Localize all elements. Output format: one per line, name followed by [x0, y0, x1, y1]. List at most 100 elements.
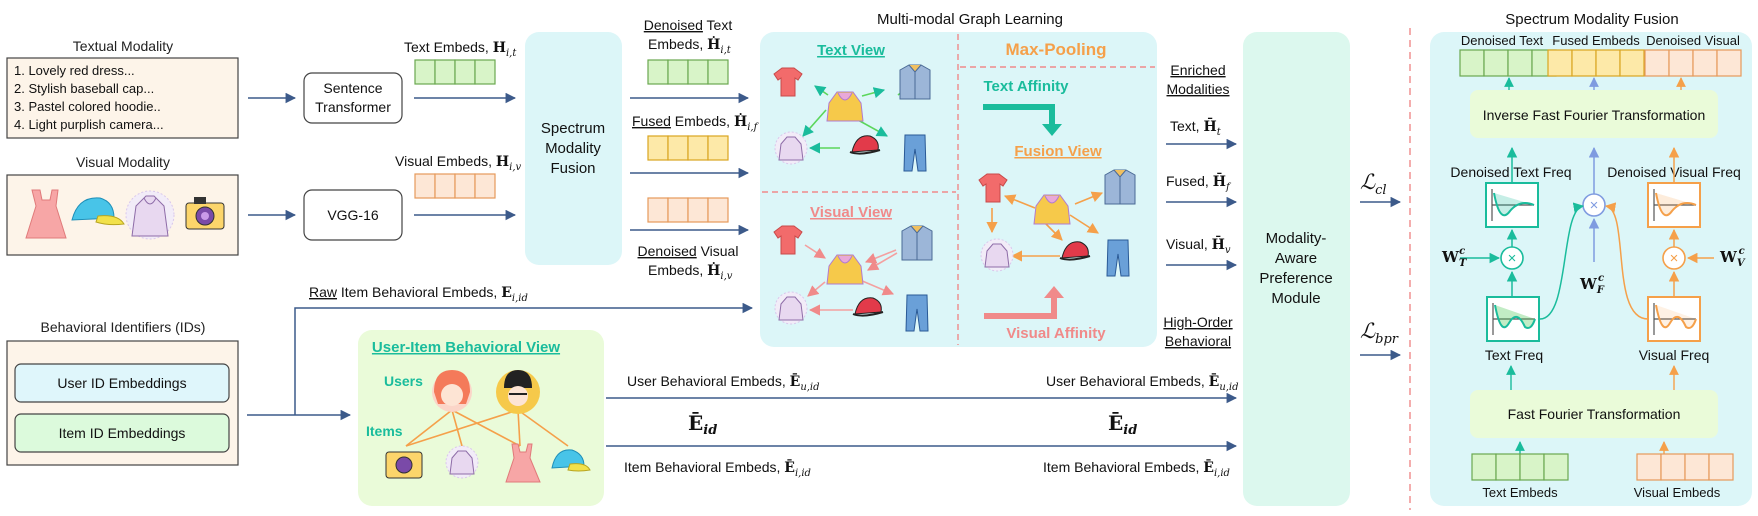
visual-affinity-label: Visual Affinity	[1006, 325, 1106, 342]
graph-edge	[867, 252, 898, 271]
items-label: Items	[366, 423, 403, 439]
red-cap-icon	[1061, 241, 1089, 259]
item-behavioral-left-label: Item Behavioral Embeds, Ēi,id	[624, 457, 811, 479]
raw-item-behavioral-label: Raw Item Behavioral Embeds, Ei,id	[309, 284, 528, 304]
user-id-embeddings-box	[14, 363, 230, 403]
embed-cell	[1483, 49, 1509, 77]
smf-label-1: Spectrum	[541, 120, 605, 137]
text-embeds-vector	[414, 59, 496, 85]
embed-cell	[1507, 49, 1533, 77]
red-cap-icon	[851, 135, 879, 153]
embed-cell	[1644, 49, 1670, 77]
jeans-icon	[903, 134, 927, 172]
embed-cell	[667, 59, 689, 85]
jacket-collar	[1113, 169, 1127, 178]
jeans-icon	[905, 294, 929, 332]
smf-fused-embeds-label: Fused Embeds	[1552, 33, 1640, 48]
wv-label: WVc	[1719, 246, 1746, 269]
fused-embeds-label: Fused Embeds, Ḣi,f	[632, 111, 760, 133]
embed-cell	[1471, 453, 1497, 481]
denoised-text-vector	[647, 59, 729, 85]
spectrum-modality-fusion-box	[525, 32, 622, 265]
embed-cell	[707, 135, 729, 161]
embed-cell	[454, 173, 476, 199]
denoised-visual-vector	[647, 197, 729, 223]
denoised-visual-label-line2: Embeds, Ḣi,v	[648, 260, 733, 282]
embed-cell	[474, 59, 496, 85]
graph-edge	[1003, 194, 1036, 209]
visual-affinity-arrow-head	[1044, 286, 1064, 298]
enriched-text-label: Text, H̄t	[1170, 116, 1222, 138]
visual-affinity-arrow	[984, 296, 1057, 319]
embed-cell	[647, 197, 669, 223]
user-item-graph	[385, 370, 591, 483]
embed-cell	[1716, 49, 1742, 77]
ifft-box	[1470, 90, 1718, 138]
mapm-label-2: Aware	[1275, 250, 1317, 267]
visual-view-graph	[773, 225, 933, 332]
visual-multiply-node-symbol: ×	[1670, 250, 1679, 267]
text-freq-plot-curve	[1494, 304, 1536, 329]
smf-connector	[1604, 202, 1649, 320]
enriched-title-2: Modalities	[1166, 81, 1229, 97]
sentence-transformer-box	[303, 72, 403, 124]
user-item-edge	[517, 409, 521, 447]
smf-output-vectors	[1459, 49, 1742, 77]
wf-label: WFc	[1579, 273, 1605, 296]
embed-cell	[687, 59, 709, 85]
embed-cell	[687, 197, 709, 223]
embed-cell	[414, 173, 436, 199]
embed-cell	[647, 59, 669, 85]
graph-edge	[814, 85, 829, 97]
embed-cell	[434, 59, 456, 85]
embed-cell	[1636, 453, 1662, 481]
embed-cell	[414, 59, 436, 85]
jeans-icon	[1106, 239, 1130, 277]
behavioral-view-panel	[358, 330, 604, 506]
user-id-embeddings-label: User ID Embeddings	[57, 375, 186, 391]
textual-item-1: 1. Lovely red dress...	[14, 63, 135, 78]
graph-edge	[857, 119, 888, 137]
embed-cell	[1684, 453, 1710, 481]
e-id-right: Ēid	[1108, 411, 1137, 438]
tshirt-icon	[978, 173, 1008, 203]
denoised-text-label-line1: Denoised Text	[644, 17, 733, 33]
purple-hoodie-icon	[984, 243, 1010, 268]
embed-cell	[1571, 49, 1597, 77]
embed-cell	[434, 173, 456, 199]
embed-cell	[667, 197, 689, 223]
visual-view-title: Visual View	[810, 204, 892, 221]
embed-cell	[1668, 49, 1694, 77]
arrow-raw-behavioral	[247, 308, 752, 416]
fusion-view-graph	[978, 169, 1136, 277]
user-1-face	[441, 384, 463, 406]
behavioral-title: Behavioral Identifiers (IDs)	[41, 319, 206, 335]
loss-bpr: ℒbpr	[1360, 319, 1399, 347]
embed-cell	[1543, 453, 1569, 481]
sentence-transformer-label-1: Sentence	[323, 80, 382, 96]
high-order-1: High-Order	[1163, 314, 1233, 330]
visual-freq-plot-curve	[1655, 304, 1697, 329]
graph-edge	[1074, 191, 1104, 205]
item-id-embeddings-label: Item ID Embeddings	[59, 425, 186, 441]
text-affinity-arrow-head	[1042, 124, 1062, 136]
user-behavioral-left-label: User Behavioral Embeds, Ēu,id	[627, 371, 820, 393]
smf-label-3: Fusion	[550, 160, 595, 177]
item-behavioral-right-label: Item Behavioral Embeds, Ēi,id	[1043, 457, 1230, 479]
graph-edge	[802, 109, 827, 137]
cap-brim	[849, 149, 881, 155]
text-affinity-label: Text Affinity	[984, 78, 1070, 95]
smf-denoised-text-label: Denoised Text	[1461, 33, 1544, 48]
smf-label-2: Modality	[545, 140, 601, 157]
embed-cell	[1459, 49, 1485, 77]
cap-item-brim	[567, 463, 591, 472]
fft-box	[1470, 390, 1718, 438]
mapm-label-1: Modality-	[1266, 230, 1327, 247]
mapm-label-4: Module	[1271, 290, 1320, 307]
hoodie-hood	[837, 92, 853, 101]
purple-hoodie-icon	[449, 450, 475, 475]
user-2-face	[508, 386, 528, 406]
camera-icon	[185, 197, 225, 230]
fft-label: Fast Fourier Transformation	[1508, 406, 1681, 422]
embed-cell	[647, 135, 669, 161]
